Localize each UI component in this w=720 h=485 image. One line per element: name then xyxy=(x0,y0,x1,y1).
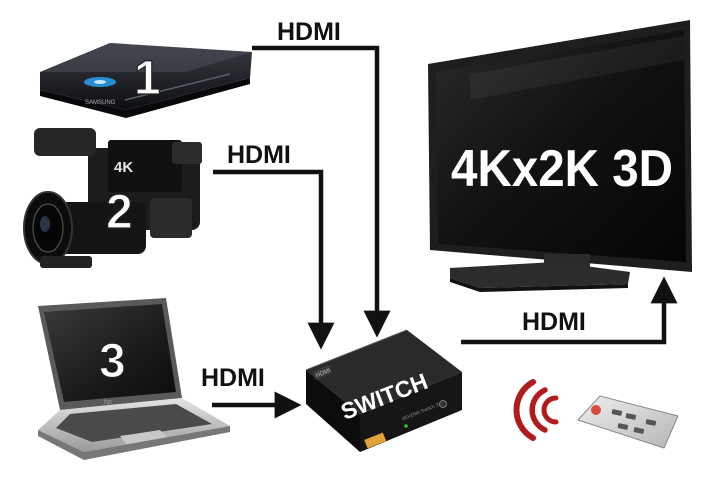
camcorder: 4K 2 xyxy=(23,128,202,268)
hdmi-cable-bluray xyxy=(252,45,391,338)
connection-lines xyxy=(212,45,678,419)
hdmi-switch: HDMI SWITCH 4KHDMI Switch 3x1 xyxy=(305,329,462,452)
camera-4k-badge: 4K xyxy=(114,159,133,176)
laptop-brand: hp xyxy=(104,399,112,406)
hdmi-label-top: HDMI xyxy=(277,18,341,46)
ir-signal-icon xyxy=(513,379,559,441)
laptop: hp 3 xyxy=(38,298,230,460)
hdmi-cable-output xyxy=(461,276,678,345)
hdmi-label-output: HDMI xyxy=(522,308,586,336)
device-number-2: 2 xyxy=(106,186,133,239)
bluray-player: SAMSUNG 1 xyxy=(40,43,252,118)
bluray-brand: SAMSUNG xyxy=(85,100,116,106)
hdmi-label-camera: HDMI xyxy=(227,141,291,169)
device-number-1: 1 xyxy=(134,52,161,105)
switch-sub-label: HDMI xyxy=(315,368,332,379)
hdmi-cable-camera xyxy=(213,169,335,350)
device-number-3: 3 xyxy=(99,335,126,388)
television: 4Kx2K 3D xyxy=(428,20,692,292)
switch-led xyxy=(404,424,408,428)
hdmi-label-laptop: HDMI xyxy=(201,364,265,392)
switch-button xyxy=(439,400,447,408)
switch-hdmi-port xyxy=(364,432,387,449)
tv-screen-text: 4Kx2K 3D xyxy=(451,140,673,198)
remote-power-button xyxy=(591,405,601,415)
remote-control xyxy=(577,395,679,449)
